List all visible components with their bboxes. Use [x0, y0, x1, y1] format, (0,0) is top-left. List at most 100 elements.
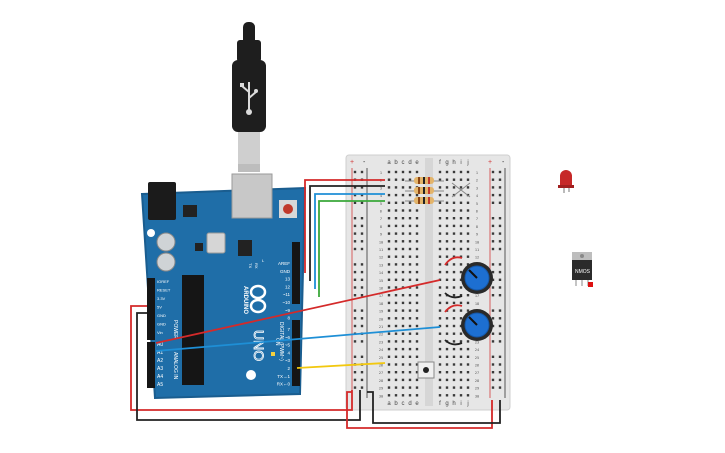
- row-number: 8: [476, 225, 478, 229]
- on-led: [271, 352, 275, 356]
- row-number: 5: [380, 202, 382, 206]
- wire-black[interactable]: [367, 391, 501, 424]
- row-number: 29: [379, 387, 383, 391]
- row-number: 19: [379, 310, 383, 314]
- column-letter: a: [387, 160, 391, 166]
- row-number: 21: [379, 325, 383, 329]
- row-number: 27: [379, 371, 383, 375]
- row-number: 30: [475, 394, 479, 398]
- row-number: 20: [379, 317, 383, 321]
- column-letter: i: [460, 401, 461, 407]
- model-label: UNO: [251, 330, 267, 361]
- arduino-logo-icon: [249, 284, 267, 314]
- resistor[interactable]: [405, 187, 444, 194]
- resistor[interactable]: [405, 197, 444, 204]
- row-number: 4: [380, 194, 382, 198]
- power-pin-label: RESET: [157, 288, 171, 293]
- analog-section-label: ANALOG IN: [172, 352, 178, 380]
- wire-black[interactable]: [444, 339, 463, 346]
- wire-black[interactable]: [136, 312, 361, 421]
- row-number: 22: [379, 333, 383, 337]
- row-number: 18: [475, 302, 479, 306]
- red-led[interactable]: [558, 170, 574, 193]
- rail-label-plus: +: [350, 159, 354, 166]
- power-pin-label: GND: [157, 322, 166, 327]
- column-letter: j: [466, 401, 468, 407]
- column-letter: c: [402, 160, 405, 166]
- row-number: 14: [379, 271, 383, 275]
- wire-green[interactable]: [318, 200, 385, 297]
- digital-pin-label: 4: [287, 350, 290, 355]
- power-jack: [148, 182, 176, 220]
- digital-pin-label: 7: [287, 327, 290, 332]
- wire-red[interactable]: [304, 179, 385, 273]
- column-letter: f: [439, 401, 441, 407]
- analog-pin-label: A3: [157, 366, 163, 372]
- wire-red[interactable]: [444, 256, 463, 266]
- wire-red[interactable]: [130, 305, 353, 411]
- digital-pin-label: GND: [280, 269, 291, 274]
- capacitor: [156, 252, 176, 272]
- wire-black[interactable]: [444, 292, 463, 299]
- row-number: 9: [380, 233, 382, 237]
- row-number: 7: [476, 217, 478, 221]
- wire-black[interactable]: [309, 185, 385, 281]
- wire-red[interactable]: [155, 279, 441, 344]
- column-letter: h: [452, 401, 455, 407]
- digital-pin-label: ~5: [285, 343, 291, 348]
- column-letter: e: [415, 401, 419, 407]
- wire-red[interactable]: [444, 304, 463, 313]
- digital-header-bottom[interactable]: [292, 320, 300, 386]
- row-number: 15: [379, 279, 383, 283]
- analog-pin-label: A5: [157, 382, 163, 388]
- wire-blue[interactable]: [314, 193, 385, 289]
- row-number: 13: [379, 263, 383, 267]
- pushbutton[interactable]: [417, 361, 435, 379]
- analog-header[interactable]: [147, 342, 155, 388]
- power-pin-label: 3.3V: [157, 296, 166, 301]
- resistor[interactable]: [405, 177, 444, 184]
- potentiometer[interactable]: [461, 309, 493, 341]
- rail-label-minus: -: [502, 159, 505, 166]
- digital-header-top[interactable]: [292, 242, 300, 304]
- digital-pin-label: ~11: [283, 292, 291, 297]
- row-number: 5: [476, 202, 478, 206]
- power-header[interactable]: [147, 278, 155, 340]
- row-number: 28: [379, 379, 383, 383]
- power-section-label: POWER: [172, 320, 178, 339]
- crystal: [206, 232, 226, 254]
- nmos-transistor[interactable]: NMOS: [572, 252, 593, 287]
- row-number: 3: [380, 186, 382, 190]
- row-number: 12: [475, 256, 479, 260]
- row-number: 4: [476, 194, 478, 198]
- wire-blue[interactable]: [155, 326, 441, 352]
- row-number: 8: [380, 225, 382, 229]
- photoresistor[interactable]: [451, 182, 471, 198]
- column-letter: j: [466, 160, 468, 166]
- column-letter: e: [415, 160, 419, 166]
- column-letter: d: [408, 401, 411, 407]
- rx-label: RX: [254, 263, 259, 269]
- wire-yellow[interactable]: [296, 362, 386, 369]
- power-pin-label: Vin: [157, 330, 163, 335]
- column-letter: i: [460, 160, 461, 166]
- column-letter: g: [445, 401, 448, 407]
- column-letter: f: [439, 160, 441, 166]
- column-letter: c: [402, 401, 405, 407]
- wire-red[interactable]: [346, 391, 493, 429]
- row-number: 7: [380, 217, 382, 221]
- digital-pin-label: RX←0: [277, 382, 291, 387]
- potentiometer[interactable]: [461, 262, 493, 294]
- row-number: 10: [475, 240, 479, 244]
- digital-pin-label: 2: [287, 366, 290, 371]
- digital-pin-label: 13: [285, 277, 291, 282]
- row-number: 1: [476, 171, 478, 175]
- usb-cable[interactable]: [232, 22, 266, 172]
- reset-button[interactable]: [279, 200, 297, 218]
- row-number: 27: [475, 371, 479, 375]
- wires: [130, 179, 501, 429]
- digital-pin-label: ~9: [285, 308, 291, 313]
